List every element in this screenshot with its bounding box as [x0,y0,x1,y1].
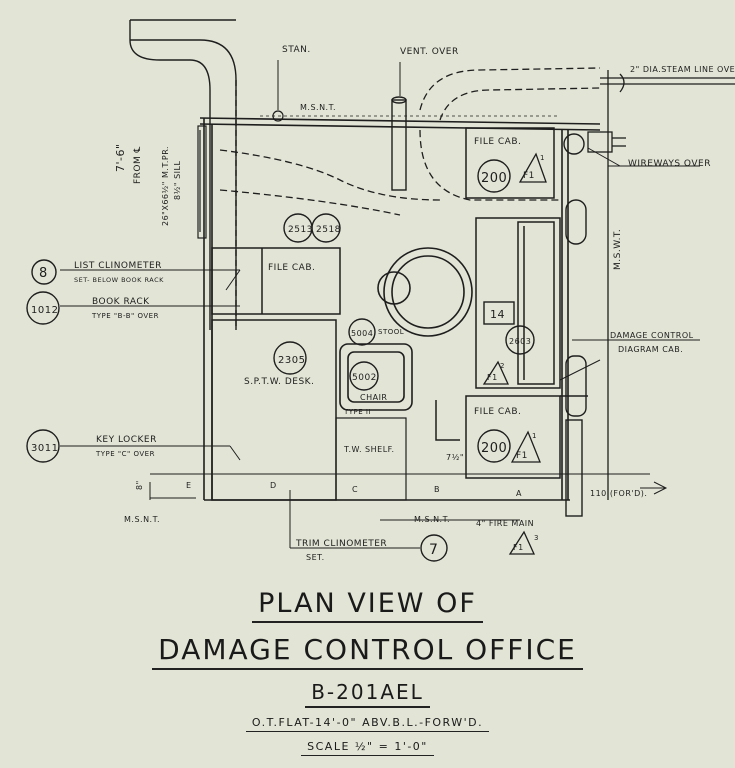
label-stool: STOOL [378,328,404,336]
callout-200-bottom: 200 [481,441,507,456]
frame-a: A [516,489,522,498]
frame-d: D [270,481,277,490]
label-msnt-top: M.S.N.T. [300,103,336,112]
title-line-3: B-201AEL [305,680,430,708]
label-key-locker-type: TYPE "C" OVER [95,450,155,458]
label-file-cab-bottom: FILE CAB. [474,407,521,417]
label-fire-main: 4" FIRE MAIN [476,519,534,528]
label-7-6: 7'-6" [114,143,127,172]
callout-circles [26,159,535,562]
label-trim-set: SET. [306,553,325,562]
f1-top-sup: 1 [540,154,545,162]
label-mswt: M.S.W.T. [613,229,623,270]
f1-fire-sup: 3 [534,534,539,542]
callout-14: 14 [490,308,505,321]
label-seven-half: 7½" [446,453,464,462]
frame-line [149,473,668,500]
riser-pipe [560,133,588,517]
label-8-inch: 8" [135,480,144,490]
label-tw-shelf: T.W. SHELF. [343,445,395,454]
f1-top: F1 [523,171,535,181]
title-line-5: SCALE ½" = 1'-0" [301,740,434,756]
frame-c: C [352,485,358,494]
diagram-cabinet [475,217,561,389]
callout-2603: 2603 [509,337,531,346]
wireway-fitting [587,131,626,153]
f1-mid-sup: 2 [500,362,505,370]
tw-shelf [335,417,407,501]
callout-3011: 3011 [31,443,58,454]
label-frame-110: 110 (FOR'D). [590,489,647,498]
leader-lines [60,62,700,549]
vent-pipe [391,96,407,191]
label-chair: CHAIR [360,393,388,402]
frame-e: E [186,481,192,490]
f1-fire: F1 [513,543,524,552]
title-block: PLAN VIEW OF DAMAGE CONTROL OFFICE B-201… [0,580,735,756]
label-damage-control: DAMAGE CONTROL [610,331,694,340]
label-wireways: WIREWAYS OVER [628,159,711,169]
steam-line [600,70,735,500]
title-line-2: DAMAGE CONTROL OFFICE [152,633,583,670]
callout-7: 7 [429,542,438,558]
f1-mid: F1 [487,373,498,382]
stanchion-symbol [272,110,284,122]
title-line-4: O.T.FLAT-14'-0" ABV.B.L.-FORW'D. [245,716,490,732]
callout-2513: 2513 [288,225,313,235]
chair [339,343,413,411]
label-key-locker: KEY LOCKER [96,435,157,445]
title-line-1: PLAN VIEW OF [252,588,483,623]
callout-5004: 5004 [351,329,373,338]
frame-b: B [434,485,440,494]
label-sptw-desk: S.P.T.W. DESK. [244,377,314,387]
desk [211,319,337,501]
label-book-rack: BOOK RACK [92,297,150,307]
label-steam-line: 2" DIA.STEAM LINE OVER. [630,65,735,74]
file-cabinet-left [211,247,341,315]
label-trim-clinometer: TRIM CLINOMETER [295,539,387,549]
label-chair-type: TYPE II [343,408,371,416]
label-from-cl: FROM ℄ [133,146,143,184]
f1-bottom-sup: 1 [532,432,537,440]
callout-2518: 2518 [316,225,341,235]
label-list-clinometer-note: SET- BELOW BOOK RACK [74,276,164,284]
f1-bottom: F1 [516,451,528,461]
room-outline [199,117,601,501]
overhead-duct-right [219,67,601,216]
label-diagram-cab: DIAGRAM CAB. [618,345,683,354]
file-cabinet-bottom [435,395,561,479]
label-file-cab-top: FILE CAB. [474,137,521,147]
label-vent: VENT. OVER [400,47,459,57]
label-list-clinometer: LIST CLINOMETER [74,261,162,271]
f1-triangles [482,152,547,555]
callout-8: 8 [39,266,48,281]
plan-drawing: STAN. VENT. OVER M.S.N.T. 2" DIA.STEAM L… [26,19,735,562]
callout-1012: 1012 [31,305,58,316]
file-cabinet-top [465,127,555,199]
door [197,125,207,239]
label-msnt-bottom-right: M.S.N.T. [414,515,450,524]
label-msnt-bottom-left: M.S.N.T. [124,515,160,524]
overhead-duct [129,19,237,330]
callout-5002: 5002 [352,373,377,383]
callout-2305: 2305 [278,355,305,366]
label-file-cab-left: FILE CAB. [268,263,315,273]
label-book-rack-type: TYPE "B-B" OVER [91,312,159,320]
label-sill: 8½" SILL [173,161,182,200]
callout-200-top: 200 [481,171,507,186]
label-stan: STAN. [282,45,311,55]
label-door-size: 26"X66½" M.T.PR. [161,146,170,226]
round-hatch [377,247,473,337]
